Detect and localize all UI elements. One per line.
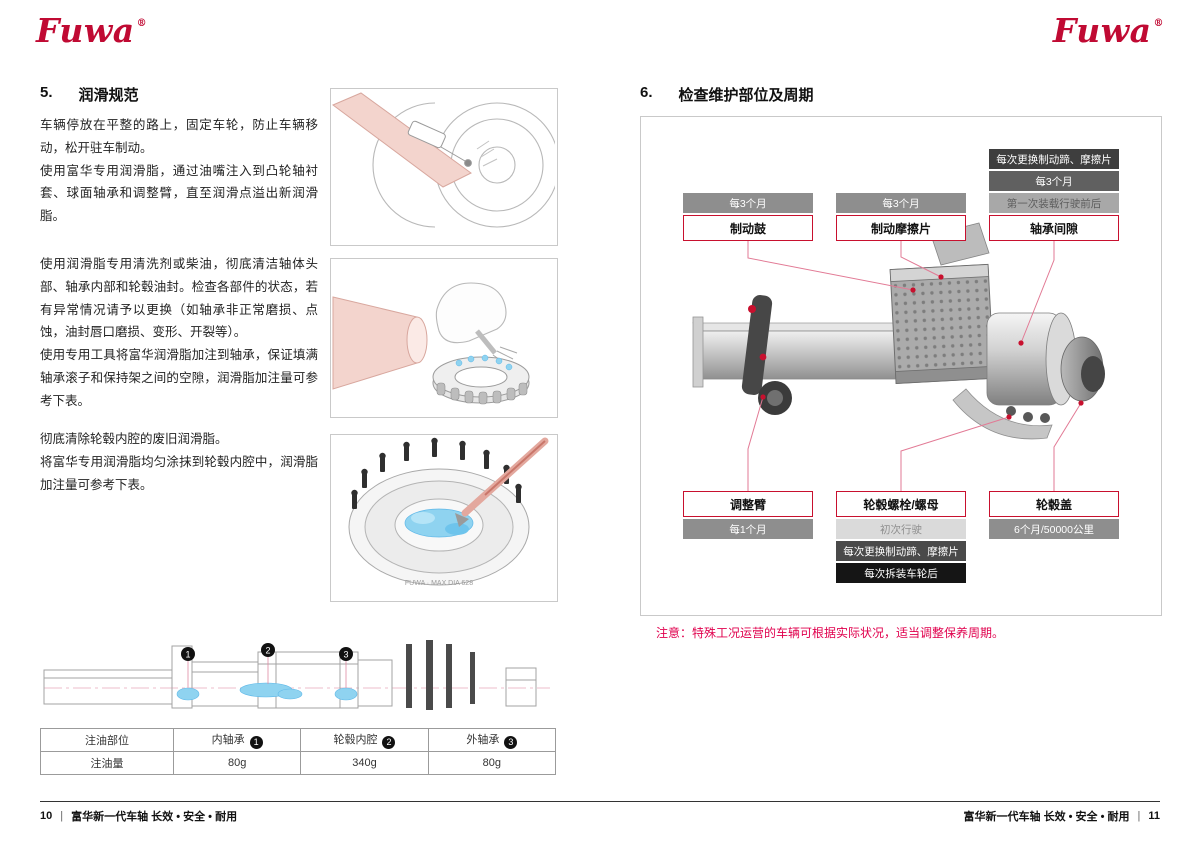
- callout-hub-bolts: 轮毂螺栓/螺母 初次行驶 每次更换制动蹄、摩擦片 每次拆装车轮后: [836, 491, 966, 583]
- header-cell-hub-cavity: 轮毂内腔 2: [300, 728, 429, 752]
- callout-brake-drum: 每3个月 制动鼓: [683, 193, 813, 241]
- figure-bearing-cleaning: [330, 258, 558, 418]
- hub-marking-text: FUWA · MAX DIA 628: [405, 580, 473, 587]
- interval-label: 每3个月: [683, 193, 813, 213]
- number-badge-2: 2: [382, 735, 396, 749]
- fuwa-logo-left: Fuwa®: [36, 14, 147, 47]
- figure-axle-cross-section: 1 2 3: [40, 610, 556, 726]
- part-label-hub-cap: 轮毂盖: [989, 491, 1119, 517]
- interval-label: 每次更换制动蹄、摩擦片: [836, 541, 966, 561]
- footer-left: 10 | 富华新一代车轴 长效 • 安全 • 耐用: [40, 808, 237, 824]
- value-outer-bearing: 80g: [427, 751, 557, 775]
- bearing-cleaning-drawing: [332, 282, 530, 405]
- page-number-left: 10: [40, 810, 53, 822]
- footer-divider: |: [1137, 810, 1141, 822]
- callout-hub-cap: 轮毂盖 6个月/50000公里: [989, 491, 1119, 539]
- axle-3d-diagram: [692, 222, 1105, 491]
- header-cell-location: 注油部位: [40, 728, 174, 752]
- figure-grease-injection: [330, 88, 558, 246]
- interval-label: 每次拆装车轮后: [836, 563, 966, 583]
- value-hub-cavity: 340g: [300, 751, 429, 775]
- interval-label: 每3个月: [836, 193, 966, 213]
- marker-1: 1: [185, 650, 190, 660]
- maintenance-note: 注意：特殊工况运营的车辆可根据实际状况，适当调整保养周期。: [656, 626, 1005, 640]
- value-inner-bearing: 80g: [172, 751, 302, 775]
- footer-right: 富华新一代车轴 长效 • 安全 • 耐用 | 11: [964, 808, 1160, 824]
- section-5-heading: 5. 润滑规范: [40, 84, 139, 105]
- adjusting-arm-part: [741, 295, 792, 415]
- section-number: 6.: [640, 84, 653, 101]
- section-title: 润滑规范: [78, 87, 139, 104]
- marker-2: 2: [265, 646, 270, 656]
- number-badge-3: 3: [504, 735, 518, 749]
- interval-label: 每次更换制动蹄、摩擦片: [989, 149, 1119, 169]
- brand-name: Fuwa: [36, 11, 135, 50]
- column-label: 内轴承: [211, 734, 245, 747]
- callout-adjusting-arm: 调整臂 每1个月: [683, 491, 813, 539]
- part-label-brake-drum: 制动鼓: [683, 215, 813, 241]
- column-label: 外轴承: [466, 734, 500, 747]
- row-label-quantity: 注油量: [40, 751, 174, 775]
- figure-hub-grease: FUWA · MAX DIA 628: [330, 434, 558, 602]
- header-cell-inner-bearing: 内轴承 1: [172, 728, 302, 752]
- section-6-heading: 6. 检查维护部位及周期: [640, 84, 814, 105]
- interval-label: 6个月/50000公里: [989, 519, 1119, 539]
- hub-part: [986, 312, 1105, 423]
- grease-injection-drawing: [332, 92, 557, 228]
- page-number-right: 11: [1148, 810, 1160, 822]
- part-label-adjusting-arm: 调整臂: [683, 491, 813, 517]
- callout-bearing-clearance: 每次更换制动蹄、摩擦片 每3个月 第一次装载行驶前后 轴承间隙: [989, 149, 1119, 241]
- interval-label: 每3个月: [989, 171, 1119, 191]
- section-title: 检查维护部位及周期: [678, 87, 814, 104]
- paragraph-lubrication-1: 车辆停放在平整的路上，固定车轮，防止车辆移动，松开驻车制动。 使用富华专用润滑脂…: [40, 118, 318, 223]
- paragraph-lubrication-3: 彻底清除轮毂内腔的废旧润滑脂。 将富华专用润滑脂均匀涂抹到轮毂内腔中，润滑脂加注…: [40, 432, 318, 492]
- callout-anchor-dots: [760, 274, 1084, 420]
- section-number: 5.: [40, 84, 53, 101]
- callout-brake-pad: 每3个月 制动摩擦片: [836, 193, 966, 241]
- paragraph-lubrication-2: 使用润滑脂专用清洗剂或柴油，彻底清洁轴体头部、轴承内部和轮毂油封。检查各部件的状…: [40, 257, 318, 408]
- axle-beam-part: [692, 316, 910, 388]
- table-header-row: 注油部位 内轴承 1 轮毂内腔 2 外轴承 3: [40, 728, 557, 752]
- table-data-row: 注油量 80g 340g 80g: [40, 751, 557, 775]
- axle-cross-section-drawing: 1 2 3: [43, 640, 550, 710]
- footer-divider: |: [60, 810, 64, 822]
- dust-shield-part: [952, 388, 1053, 440]
- brake-pad-part: [889, 263, 995, 384]
- hub-grease-drawing: FUWA · MAX DIA 628: [348, 437, 549, 587]
- grease-quantity-table: 注油部位 内轴承 1 轮毂内腔 2 外轴承 3 注油量 80g 340g 80g: [40, 728, 557, 775]
- number-badge-1: 1: [249, 735, 263, 749]
- interval-label: 每1个月: [683, 519, 813, 539]
- marker-3: 3: [343, 650, 348, 660]
- callout-leader-lines: [747, 239, 1082, 491]
- part-label-brake-pad: 制动摩擦片: [836, 215, 966, 241]
- header-cell-outer-bearing: 外轴承 3: [427, 728, 557, 752]
- part-label-bearing-clearance: 轴承间隙: [989, 215, 1119, 241]
- footer-tagline: 富华新一代车轴 长效 • 安全 • 耐用: [963, 811, 1130, 823]
- part-label-hub-bolts: 轮毂螺栓/螺母: [836, 491, 966, 517]
- registered-mark: ®: [136, 18, 148, 29]
- interval-label: 第一次装载行驶前后: [989, 193, 1119, 213]
- registered-mark: ®: [1153, 18, 1164, 29]
- brand-name: Fuwa: [1052, 11, 1152, 50]
- fuwa-logo-right: Fuwa®: [1053, 14, 1164, 47]
- footer-tagline: 富华新一代车轴 长效 • 安全 • 耐用: [71, 811, 238, 823]
- column-label: 轮毂内腔: [333, 734, 378, 747]
- maintenance-diagram-box: 每3个月 制动鼓 每3个月 制动摩擦片 每次更换制动蹄、摩擦片 每3个月 第一次…: [640, 116, 1162, 616]
- interval-label: 初次行驶: [836, 519, 966, 539]
- footer-rule: [40, 801, 1160, 802]
